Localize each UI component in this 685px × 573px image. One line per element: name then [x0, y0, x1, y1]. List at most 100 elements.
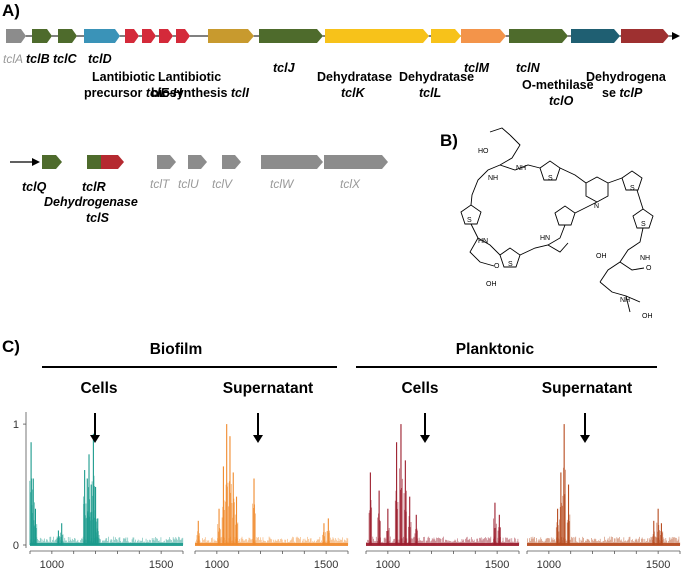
gene-tclF — [142, 29, 156, 43]
atom-s-5: S — [641, 221, 646, 228]
label-tclK: tclK — [341, 86, 366, 100]
backbone-2 — [499, 164, 541, 171]
gene-tclH — [176, 29, 190, 43]
label-lantibiotic-1: Lantibiotic — [92, 70, 155, 84]
panel-c-headers: Biofilm Planktonic Cells Supernatant Cel… — [42, 341, 657, 397]
x-tick-label: 1500 — [485, 559, 509, 571]
gene-tclE — [125, 29, 139, 43]
side-chain-4 — [625, 295, 641, 303]
gene-tclR — [87, 155, 101, 169]
gene-tclM — [461, 29, 506, 43]
header-supernatant-biofilm: Supernatant — [223, 380, 313, 397]
atom-n: N — [594, 203, 599, 210]
backbone-4 — [607, 177, 623, 184]
gene-tclJ — [259, 29, 323, 43]
x-tick-label: 1000 — [537, 559, 561, 571]
label-se-line: se tclP — [602, 86, 643, 100]
label-lantibiotic-2: Lantibiotic — [158, 70, 221, 84]
atom-oh-2: OH — [486, 281, 497, 288]
gene-tclS — [101, 155, 124, 169]
label-tclR: tclR — [82, 180, 106, 194]
gene-tclX — [324, 155, 388, 169]
atom-nh-1: NH — [488, 175, 498, 182]
atom-ho: HO — [478, 148, 489, 155]
spectrum-baseline — [30, 543, 183, 546]
label-tclB: tclB — [26, 52, 50, 66]
backbone-5 — [574, 201, 598, 214]
atom-oh-3: OH — [642, 313, 653, 320]
gene-tclQ — [42, 155, 62, 169]
atom-s-2: S — [630, 185, 635, 192]
label-tclD: tclD — [88, 52, 112, 66]
spectrum-chart-2: 1000 1500 — [194, 424, 349, 571]
gene-tclW — [261, 155, 323, 169]
atom-o-2: O — [646, 265, 652, 272]
thiazole-ring-4 — [460, 204, 482, 225]
label-o-methilase: O-methilase — [522, 78, 594, 92]
arrow-down-icon — [580, 435, 590, 443]
threonine-branch — [547, 242, 569, 253]
label-precursor: precursor — [84, 86, 146, 100]
label-precursor-line: precursor tclE-H — [84, 86, 183, 100]
x-tick-label: 1500 — [314, 559, 338, 571]
x-tick-label: 1000 — [376, 559, 400, 571]
label-tclX: tclX — [340, 177, 361, 191]
gene-labels-row2: tclQ tclR Dehydrogenase tclS tclT tclU t… — [22, 177, 361, 225]
spectrum-baseline — [195, 543, 348, 546]
gene-tclI — [208, 29, 254, 43]
thiazole-ring-1 — [539, 160, 561, 181]
panel-label-a: A) — [2, 1, 20, 20]
label-tclQ: tclQ — [22, 180, 47, 194]
label-tclM: tclM — [464, 61, 490, 75]
atom-o-1: O — [494, 263, 500, 270]
arrow-right-icon — [32, 158, 40, 166]
pyridine-ring — [585, 176, 609, 203]
spectrum-baseline — [366, 543, 519, 546]
spectrum-baseline — [527, 543, 680, 546]
x-tick-label: 1500 — [646, 559, 670, 571]
thiazole-ring-5 — [499, 247, 521, 268]
arrow-down-icon — [253, 435, 263, 443]
chemical-labels: HO OH OH OH NH NH HN HN NH NH N S S S S … — [467, 148, 653, 320]
panel-label-c: C) — [2, 337, 20, 356]
panel-label-b: B) — [440, 131, 458, 150]
arrow-down-icon — [420, 435, 430, 443]
gene-tclP — [621, 29, 669, 43]
x-tick-label: 1500 — [149, 559, 173, 571]
gene-tclA — [6, 29, 26, 43]
label-tclS: tclS — [86, 211, 110, 225]
label-tclA: tclA — [3, 52, 23, 66]
backbone-8 — [469, 237, 495, 267]
label-tclJ: tclJ — [273, 61, 296, 75]
atom-nh-4: NH — [620, 297, 630, 304]
header-supernatant-planktonic: Supernatant — [542, 380, 632, 397]
label-tclP: tclP — [619, 86, 643, 100]
label-tclW: tclW — [270, 177, 295, 191]
atom-hn-1: HN — [478, 238, 488, 245]
x-tick-label: 1000 — [205, 559, 229, 571]
backbone-7 — [470, 223, 501, 256]
gene-tclL — [431, 29, 461, 43]
spectrum-chart-3: 1000 1500 — [365, 424, 520, 571]
thiazole-ring-6 — [632, 208, 654, 229]
label-tclU: tclU — [178, 177, 199, 191]
arrow-right-icon — [672, 32, 680, 40]
label-tclV: tclV — [212, 177, 233, 191]
thiazole-ring-2 — [621, 170, 643, 191]
label-tclI: tclI — [231, 86, 250, 100]
threonine-top — [489, 127, 511, 136]
gene-tclT — [157, 155, 176, 169]
label-tclL: tclL — [419, 86, 441, 100]
thiazole-ring-3 — [554, 205, 576, 226]
label-dehydratase-2: Dehydratase — [399, 70, 474, 84]
backbone-9 — [636, 189, 644, 210]
arrow-down-icon — [90, 435, 100, 443]
atom-s-1: S — [548, 175, 553, 182]
spectra-arrows — [90, 413, 590, 443]
label-se: se — [602, 86, 619, 100]
backbone-3 — [559, 167, 587, 184]
backbone-1 — [470, 134, 521, 206]
